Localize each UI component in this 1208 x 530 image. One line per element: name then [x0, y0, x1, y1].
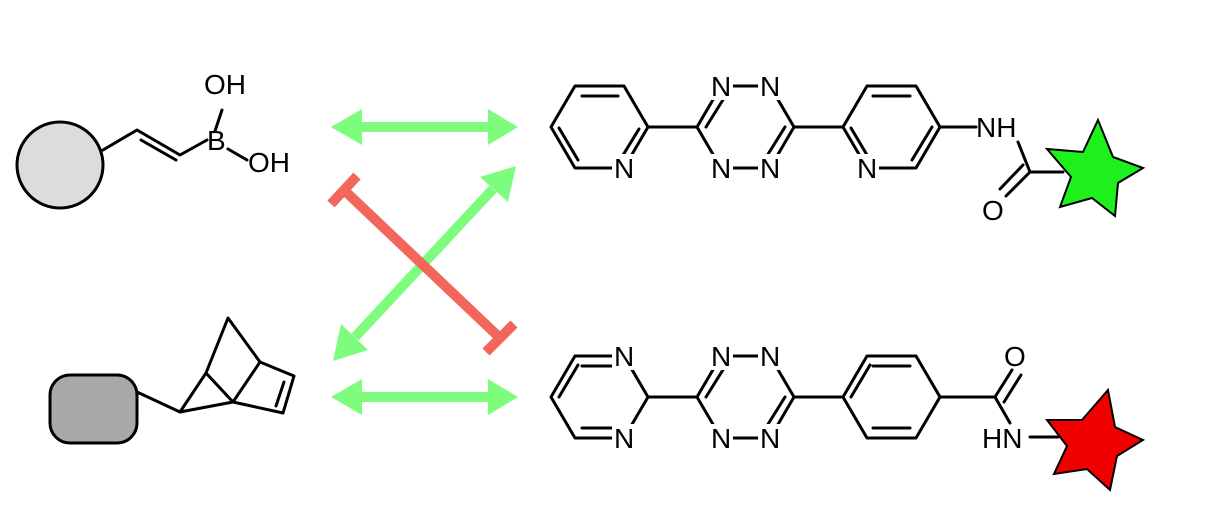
- vinylboronic-acid-bead: OH B OH: [15, 69, 290, 210]
- tetrazine-n1-label: N: [711, 71, 731, 102]
- amide-nh-label: NH: [976, 112, 1016, 143]
- pyridine-right-n-label: N: [857, 153, 877, 184]
- pyridine-left-n-label: N: [614, 153, 634, 184]
- tetrazine-n4-label: N: [760, 153, 780, 184]
- bead-block: [48, 373, 139, 445]
- boron-label: B: [207, 125, 226, 156]
- amide-o-label: O: [1004, 341, 1026, 372]
- pyrimidine-n-bottom-label: N: [614, 423, 634, 454]
- bead-sphere: [15, 120, 105, 210]
- tetrazine-n3-label: N: [711, 423, 731, 454]
- pyridyl-tetrazine-probe: N N N N N N NH O: [549, 71, 1146, 226]
- tetrazine-n3-label: N: [711, 153, 731, 184]
- tetrazine-n2-label: N: [760, 341, 780, 372]
- pyrimidyl-tetrazine-probe: N N N N N N O HN: [549, 341, 1146, 492]
- norbornene-bead: [48, 316, 296, 445]
- oh-top-label: OH: [204, 69, 246, 100]
- tetrazine-n1-label: N: [711, 341, 731, 372]
- tetrazine-n2-label: N: [760, 71, 780, 102]
- red-fluorophore-star: [1044, 387, 1146, 492]
- pyrimidine-n-top-label: N: [614, 341, 634, 372]
- oh-right-label: OH: [248, 147, 290, 178]
- amide-hn-label: HN: [982, 423, 1022, 454]
- blocked-bar-boronic-to-bottom-tetrazine: [327, 172, 518, 356]
- tetrazine-n4-label: N: [760, 423, 780, 454]
- arrow-boronic-to-top-tetrazine: [331, 109, 518, 145]
- green-fluorophore-star: [1044, 117, 1146, 218]
- arrow-norbornene-to-bottom-tetrazine: [331, 379, 518, 415]
- amide-o-label: O: [982, 195, 1004, 226]
